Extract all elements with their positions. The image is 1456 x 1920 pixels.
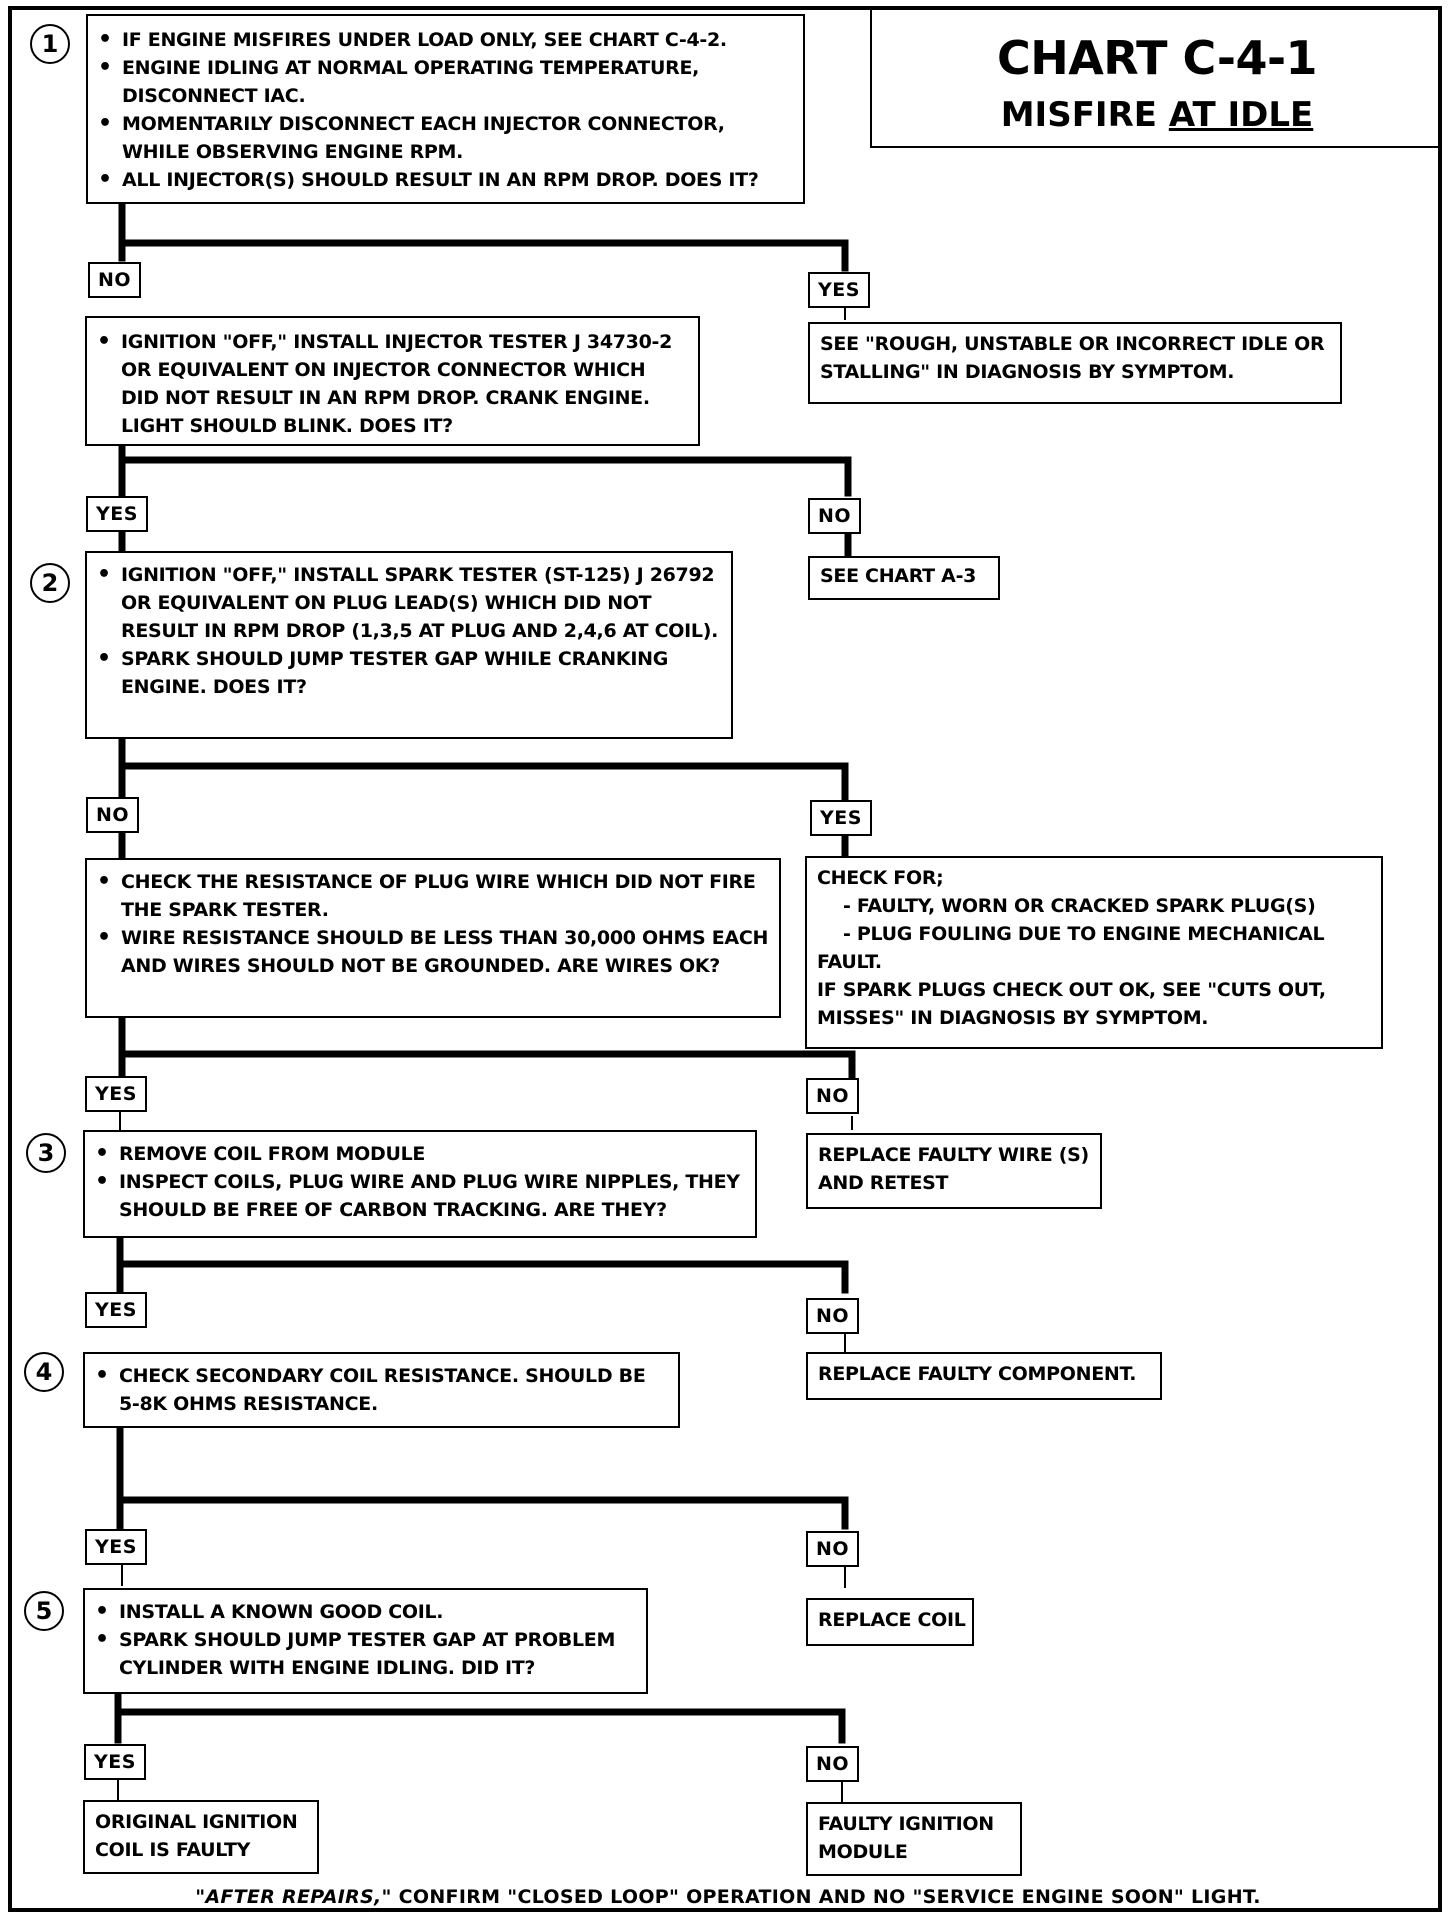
connector-step5-out xyxy=(114,1688,846,1744)
chart-title: CHART C-4-1 xyxy=(996,31,1318,85)
label-yes-2: YES xyxy=(86,496,148,532)
step3-list: REMOVE COIL FROM MODULE INSPECT COILS, P… xyxy=(85,1140,745,1224)
step-marker-5: 5 xyxy=(24,1591,64,1631)
label-no-2: NO xyxy=(808,498,862,534)
label-no-4: NO xyxy=(806,1078,860,1114)
chart-title-box: CHART C-4-1 MISFIRE AT IDLE xyxy=(870,8,1442,148)
label-yes-5: YES xyxy=(85,1292,147,1328)
check-item: - FAULTY, WORN OR CRACKED SPARK PLUG(S) xyxy=(843,895,1316,917)
step5-box: INSTALL A KNOWN GOOD COIL. SPARK SHOULD … xyxy=(83,1588,648,1694)
step1-box: IF ENGINE MISFIRES UNDER LOAD ONLY, SEE … xyxy=(86,14,805,204)
connector-plug-wire-out xyxy=(118,1013,856,1080)
list-item: SPARK SHOULD JUMP TESTER GAP WHILE CRANK… xyxy=(87,645,721,701)
list-item: INSPECT COILS, PLUG WIRE AND PLUG WIRE N… xyxy=(85,1168,745,1224)
step3-box: REMOVE COIL FROM MODULE INSPECT COILS, P… xyxy=(83,1130,757,1238)
list-item: MOMENTARILY DISCONNECT EACH INJECTOR CON… xyxy=(88,110,795,166)
list-item: ALL INJECTOR(S) SHOULD RESULT IN AN RPM … xyxy=(88,166,795,194)
label-no-5: NO xyxy=(806,1298,860,1334)
step2-list: IGNITION "OFF," INSTALL SPARK TESTER (ST… xyxy=(87,561,721,701)
step4-list: CHECK SECONDARY COIL RESISTANCE. SHOULD … xyxy=(85,1362,668,1418)
label-no-1: NO xyxy=(88,262,142,298)
label-no-7: NO xyxy=(806,1746,860,1782)
chart-a3-box: SEE CHART A-3 xyxy=(808,556,1000,600)
footer-note: "AFTER REPAIRS," CONFIRM "CLOSED LOOP" O… xyxy=(195,1886,1261,1908)
check-for-box: CHECK FOR; - FAULTY, WORN OR CRACKED SPA… xyxy=(805,856,1383,1049)
step-marker-2: 2 xyxy=(30,563,70,603)
list-item: CHECK SECONDARY COIL RESISTANCE. SHOULD … xyxy=(85,1362,668,1418)
list-item: IGNITION "OFF," INSTALL SPARK TESTER (ST… xyxy=(87,561,721,645)
list-item: CHECK THE RESISTANCE OF PLUG WIRE WHICH … xyxy=(87,868,769,924)
connector-step4-out xyxy=(116,1422,849,1530)
list-item: IF ENGINE MISFIRES UNDER LOAD ONLY, SEE … xyxy=(88,26,795,54)
label-yes-7: YES xyxy=(84,1744,146,1780)
list-item: SPARK SHOULD JUMP TESTER GAP AT PROBLEM … xyxy=(85,1626,636,1682)
injector-tester-list: IGNITION "OFF," INSTALL INJECTOR TESTER … xyxy=(87,328,688,440)
connector-step1 xyxy=(118,198,849,272)
label-yes-4: YES xyxy=(85,1076,147,1112)
module-faulty-box: FAULTY IGNITION MODULE xyxy=(806,1802,1022,1876)
list-item: INSTALL A KNOWN GOOD COIL. xyxy=(85,1598,636,1626)
step-marker-3: 3 xyxy=(26,1133,66,1173)
step-marker-4: 4 xyxy=(24,1352,64,1392)
step-marker-1: 1 xyxy=(30,24,70,64)
plug-wire-list: CHECK THE RESISTANCE OF PLUG WIRE WHICH … xyxy=(87,868,769,980)
connector-injector-out xyxy=(118,439,852,497)
list-item: ENGINE IDLING AT NORMAL OPERATING TEMPER… xyxy=(88,54,795,110)
step5-list: INSTALL A KNOWN GOOD COIL. SPARK SHOULD … xyxy=(85,1598,636,1682)
page-frame xyxy=(8,6,1442,1912)
list-item: REMOVE COIL FROM MODULE xyxy=(85,1140,745,1168)
label-yes-6: YES xyxy=(85,1529,147,1565)
list-item: WIRE RESISTANCE SHOULD BE LESS THAN 30,0… xyxy=(87,924,769,980)
step1-list: IF ENGINE MISFIRES UNDER LOAD ONLY, SEE … xyxy=(88,26,795,194)
chart-subtitle: MISFIRE AT IDLE xyxy=(1000,95,1314,135)
list-item: IGNITION "OFF," INSTALL INJECTOR TESTER … xyxy=(87,328,688,440)
replace-component-box: REPLACE FAULTY COMPONENT. xyxy=(806,1352,1162,1400)
replace-wire-box: REPLACE FAULTY WIRE (S) AND RETEST xyxy=(806,1133,1102,1209)
check-item: - PLUG FOULING DUE TO ENGINE MECHANICAL xyxy=(843,923,1325,945)
plug-wire-box: CHECK THE RESISTANCE OF PLUG WIRE WHICH … xyxy=(85,858,781,1018)
replace-coil-box: REPLACE COIL xyxy=(806,1598,974,1646)
label-no-3: NO xyxy=(86,797,140,833)
label-no-6: NO xyxy=(806,1531,860,1567)
label-yes-3: YES xyxy=(810,800,872,836)
rough-idle-box: SEE "ROUGH, UNSTABLE OR INCORRECT IDLE O… xyxy=(808,322,1342,404)
injector-tester-box: IGNITION "OFF," INSTALL INJECTOR TESTER … xyxy=(85,316,700,446)
label-yes-1: YES xyxy=(808,272,870,308)
coil-faulty-box: ORIGINAL IGNITION COIL IS FAULTY xyxy=(83,1800,319,1874)
step4-box: CHECK SECONDARY COIL RESISTANCE. SHOULD … xyxy=(83,1352,680,1428)
connector-step2-out xyxy=(118,733,849,802)
step2-box: IGNITION "OFF," INSTALL SPARK TESTER (ST… xyxy=(85,551,733,739)
connector-step3-out xyxy=(116,1233,849,1294)
